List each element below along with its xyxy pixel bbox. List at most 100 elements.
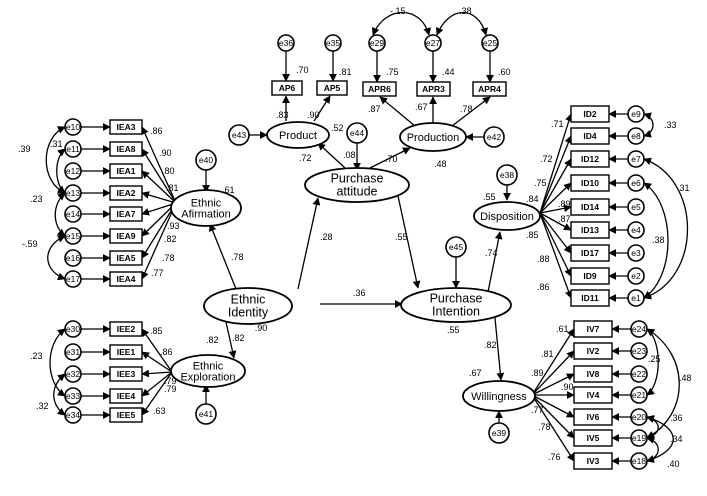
- indicator-id10[interactable]: [570, 174, 610, 192]
- indicator-iee2[interactable]: [109, 321, 143, 337]
- error-e30: [64, 320, 82, 338]
- indicator-label-iea8: IEA8: [117, 144, 136, 154]
- indicator-id14[interactable]: [570, 198, 610, 216]
- indicator-iea3[interactable]: [109, 119, 143, 135]
- latent-ethnic-exploration[interactable]: [170, 354, 246, 388]
- loading-arrow-id14: [539, 204, 572, 214]
- error-e12: [64, 162, 82, 180]
- cov-label-e11-e13: .31: [50, 139, 63, 149]
- error-e31: [64, 343, 82, 361]
- error-label-e45: e45: [449, 242, 463, 252]
- r2-ap5: .81: [339, 67, 352, 77]
- indicator-iv5[interactable]: [573, 429, 613, 447]
- latent-ethnic-affirmation[interactable]: [170, 189, 242, 227]
- indicator-label-ap6: AP6: [279, 83, 296, 93]
- error-e16: [64, 249, 82, 267]
- indicator-iee3[interactable]: [109, 366, 143, 382]
- error-label-e39: e39: [492, 428, 506, 438]
- loading-arrow-iv8: [531, 373, 575, 396]
- indicator-iea4[interactable]: [109, 271, 143, 287]
- loading-arrow-iee2: [141, 328, 173, 373]
- loading-iee5: .63: [153, 406, 166, 416]
- r2-apr6: .75: [386, 67, 399, 77]
- loading-arrow-id12: [539, 158, 572, 214]
- indicator-id13[interactable]: [570, 221, 610, 239]
- error-e41: [195, 403, 217, 425]
- indicator-iea1[interactable]: [109, 163, 143, 179]
- indicator-iea5[interactable]: [109, 250, 143, 266]
- latent-willingness[interactable]: [462, 380, 536, 412]
- indicator-id12[interactable]: [570, 150, 610, 168]
- indicator-iv8[interactable]: [573, 365, 613, 383]
- latent-disposition[interactable]: [473, 201, 541, 231]
- indicator-label-id17: ID17: [581, 248, 599, 258]
- indicator-label-id9: ID9: [583, 271, 597, 281]
- indicator-label-iee5: IEE5: [117, 410, 136, 420]
- error-label-e10: e10: [66, 122, 80, 132]
- indicator-iea8[interactable]: [109, 141, 143, 157]
- indicator-apr6[interactable]: [362, 81, 397, 97]
- indicator-id11[interactable]: [570, 289, 610, 307]
- latent-production[interactable]: [399, 122, 467, 152]
- error-label-e31: e31: [66, 347, 80, 357]
- loading-id2: .71: [551, 119, 564, 129]
- error-e1: [627, 289, 645, 307]
- loading-arrow-id10: [539, 182, 572, 214]
- indicator-iv6[interactable]: [573, 408, 613, 426]
- indicator-ap6[interactable]: [271, 80, 303, 96]
- indicator-iee4[interactable]: [109, 388, 143, 404]
- indicator-apr4[interactable]: [472, 81, 507, 97]
- indicator-id9[interactable]: [570, 267, 610, 285]
- loading-iv5: .78: [538, 422, 551, 432]
- latent-ethnic-exploration-label-1: Exploration: [180, 372, 235, 384]
- indicator-iee5[interactable]: [109, 407, 143, 423]
- indicator-ap5[interactable]: [316, 80, 348, 96]
- indicator-iv7[interactable]: [573, 320, 613, 338]
- indicator-iv2[interactable]: [573, 342, 613, 360]
- error-e25: [481, 34, 499, 52]
- error-e11: [64, 140, 82, 158]
- loading-id10: .75: [534, 178, 547, 188]
- latent-ethnic-affirmation-label-1: Afirmation: [181, 209, 231, 221]
- indicator-iv3[interactable]: [573, 452, 613, 470]
- latent-ethnic-identity[interactable]: [203, 287, 293, 325]
- error-label-e34: e34: [66, 410, 80, 420]
- loading-ap6: .83: [276, 110, 289, 120]
- cov-label-e30-e33: .23: [30, 351, 43, 361]
- loading-id14: .89: [558, 199, 571, 209]
- indicator-iea9[interactable]: [109, 228, 143, 244]
- indicator-apr3[interactable]: [416, 81, 451, 97]
- cov-e13-e15: [54, 192, 66, 237]
- indicator-iea2[interactable]: [109, 185, 143, 201]
- indicator-iee1[interactable]: [109, 344, 143, 360]
- latent-purchase-attitude-label-0: Purchase: [331, 172, 384, 186]
- cov-e24-e19: [646, 328, 680, 439]
- loading-iea7: .93: [167, 221, 180, 231]
- error-label-e43: e43: [232, 130, 246, 140]
- loading-iv6: .77: [531, 405, 544, 415]
- error-label-e21: e21: [632, 390, 646, 400]
- error-e3: [627, 244, 645, 262]
- indicator-iv4[interactable]: [573, 386, 613, 404]
- error-e34: [64, 406, 82, 424]
- error-e20: [630, 408, 648, 426]
- error-e35: [324, 34, 342, 52]
- latent-product[interactable]: [266, 121, 330, 149]
- error-e19: [630, 429, 648, 447]
- indicator-id2[interactable]: [570, 105, 610, 123]
- indicator-label-id13: ID13: [581, 225, 599, 235]
- latent-purchase-intention[interactable]: [400, 287, 512, 323]
- latent-ethnic-affirmation-label-0: Ethnic: [191, 198, 222, 210]
- cov-e29-e27: [371, 11, 431, 36]
- error-label-e29: e29: [370, 38, 384, 48]
- indicator-label-id10: ID10: [581, 178, 599, 188]
- error-label-e42: e42: [487, 132, 501, 142]
- indicator-id4[interactable]: [570, 127, 610, 145]
- loading-iea3: .86: [150, 126, 163, 136]
- indicator-label-apr3: APR3: [422, 84, 445, 94]
- latent-purchase-attitude[interactable]: [304, 167, 410, 203]
- error-label-e18: e18: [632, 456, 646, 466]
- indicator-iea7[interactable]: [109, 206, 143, 222]
- r2-ap6: .70: [296, 65, 309, 75]
- indicator-id17[interactable]: [570, 244, 610, 262]
